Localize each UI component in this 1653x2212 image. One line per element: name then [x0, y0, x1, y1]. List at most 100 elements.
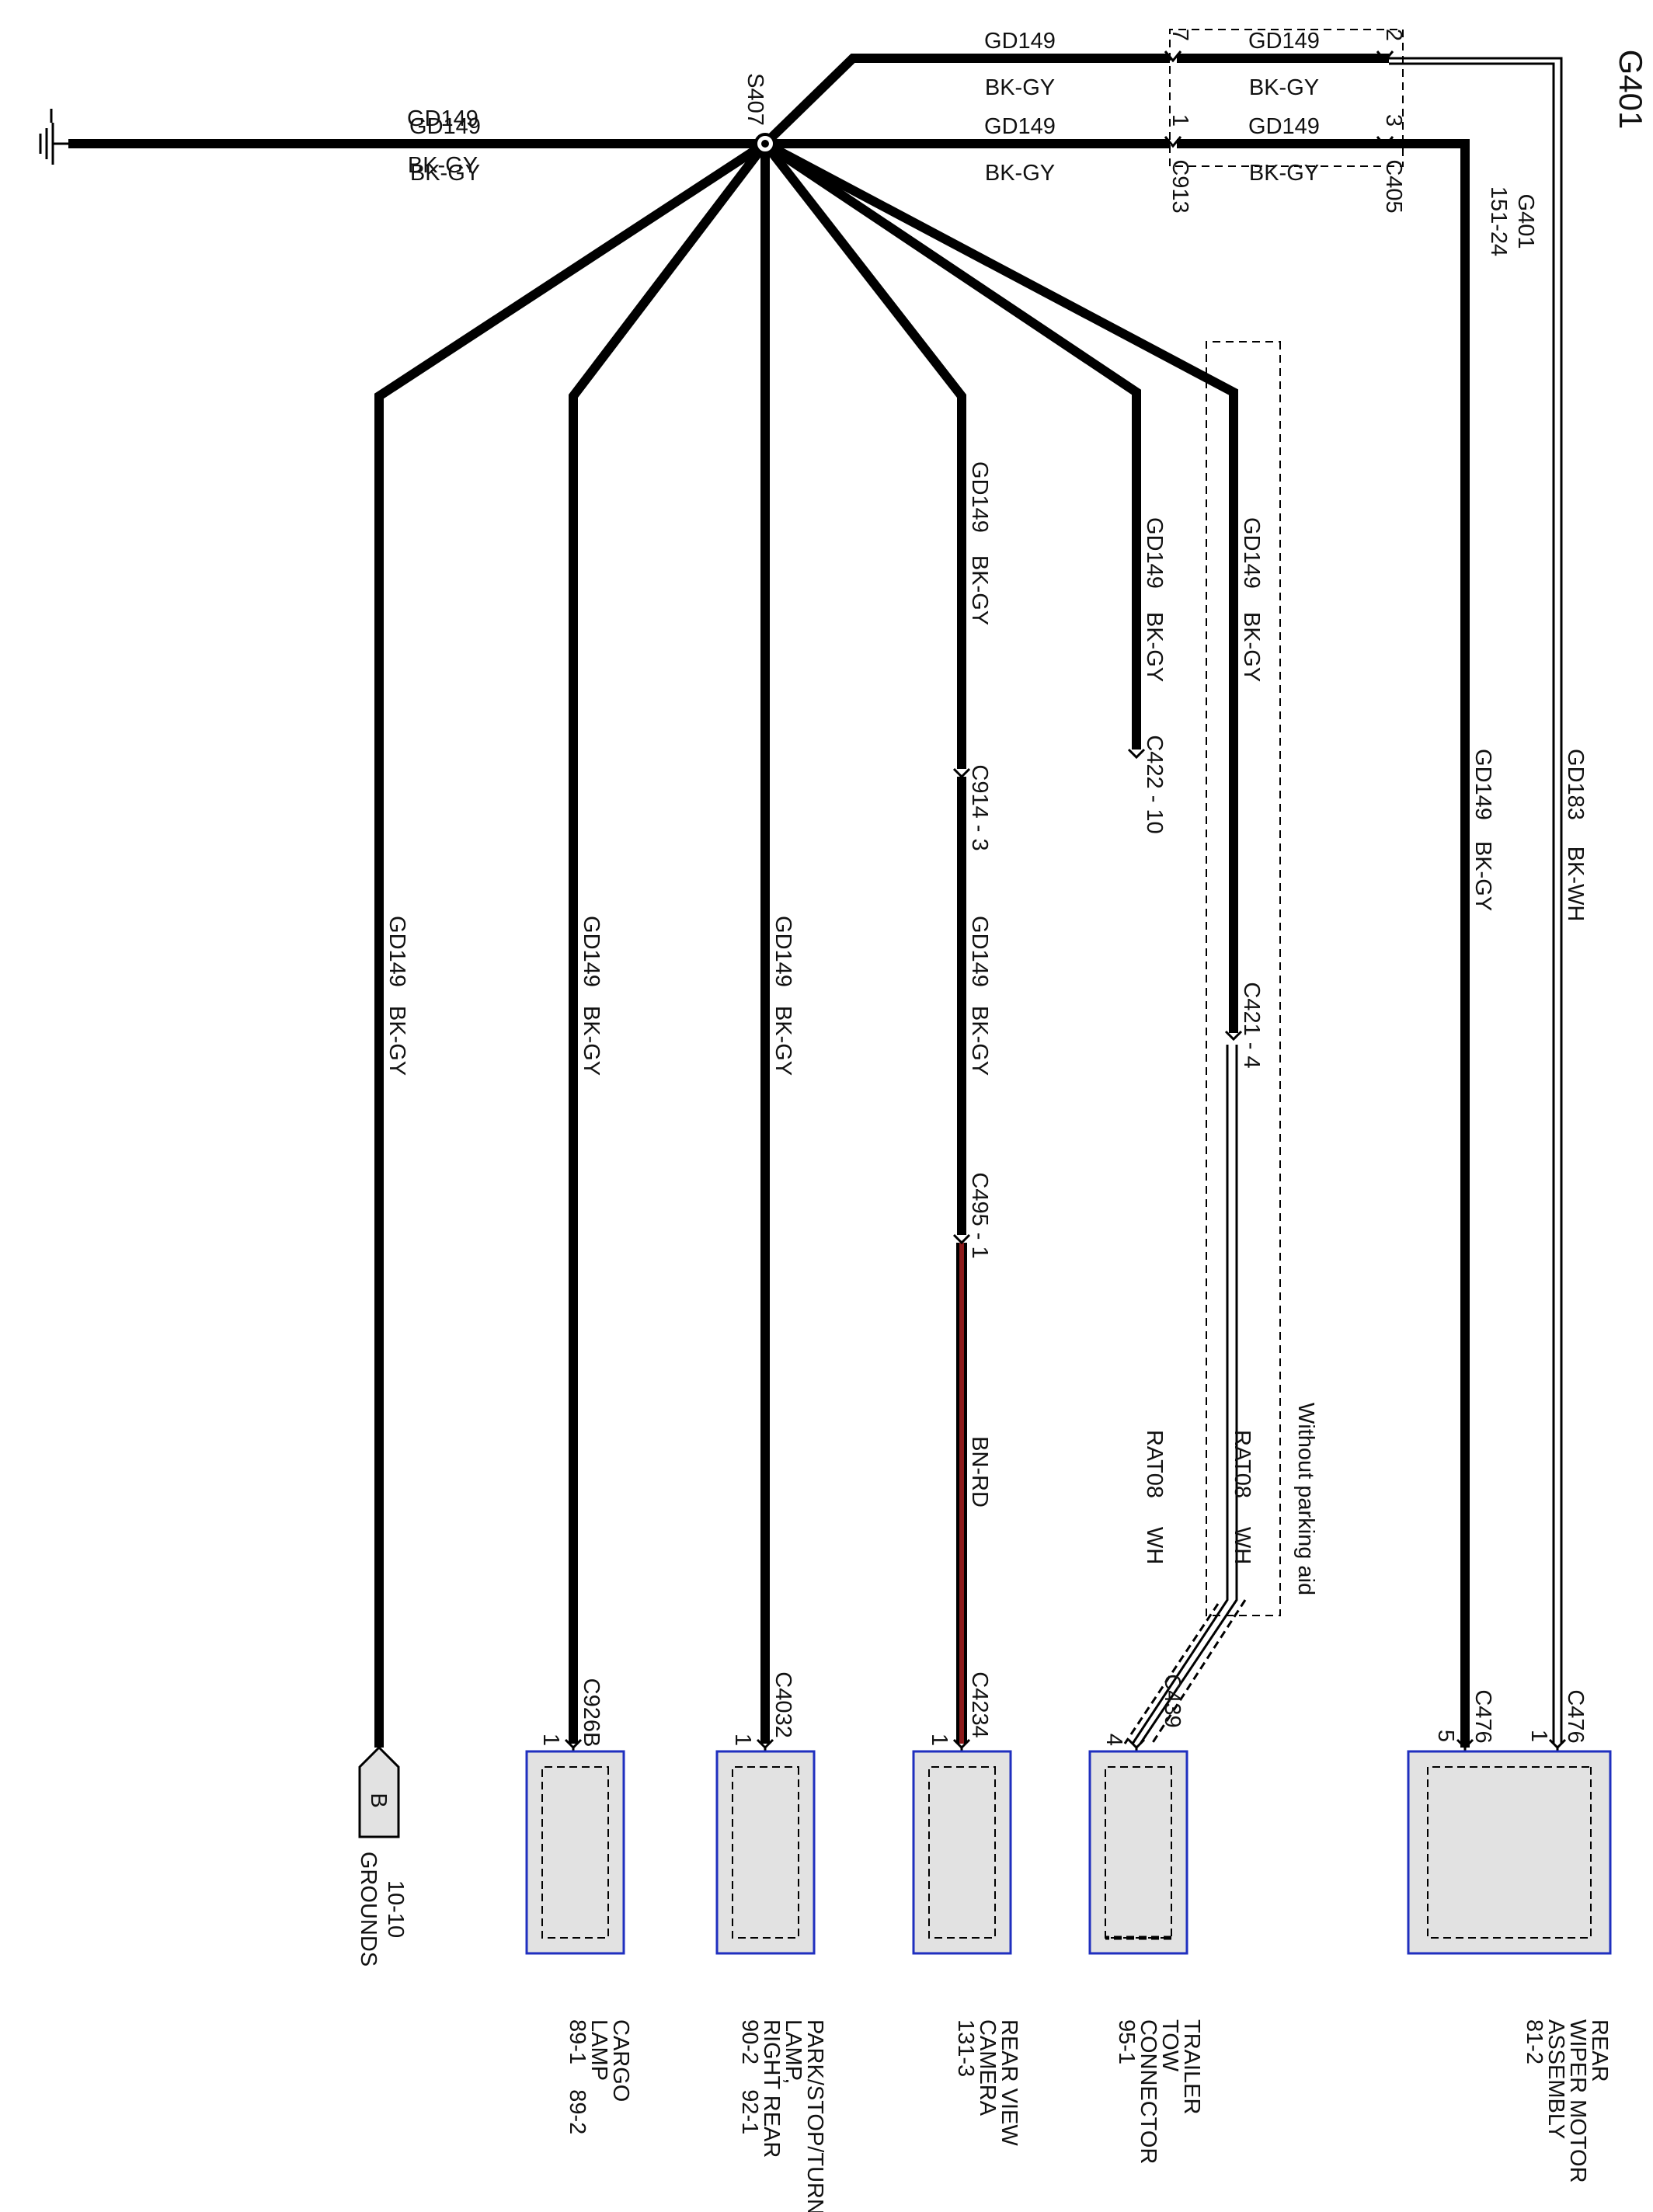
label-camera-gd149-b: GD149 — [967, 916, 992, 987]
wire-cargo-lamp — [569, 141, 769, 1744]
labels: GD149 BK-GY — [407, 106, 478, 178]
chevron-c913-7 — [1164, 50, 1182, 63]
label-c495: C495 - 1 — [967, 1172, 992, 1258]
label-upper-bkgy-b: BK-GY — [1249, 75, 1319, 100]
splice-s407 — [754, 133, 776, 155]
grounds-box — [358, 1745, 400, 1838]
label-park-gd149: GD149 — [771, 916, 795, 987]
label-park-bkgy: BK-GY — [771, 1006, 795, 1076]
component-label-wiper: REAR WIPER MOTOR ASSEMBLY 81-2 — [1522, 2019, 1612, 2183]
component-trailer-tow — [1088, 1748, 1188, 1955]
components — [358, 1745, 1612, 1955]
pin-c405-2: 2 — [1381, 29, 1406, 41]
wiper-line-4: 81-2 — [1522, 2019, 1547, 2064]
label-upper-gd149-b: GD149 — [1248, 29, 1320, 54]
chevron-c421 — [1224, 1030, 1243, 1042]
label-rat08-a: RAT08 — [1142, 1430, 1167, 1498]
component-cargo-lamp — [525, 1748, 625, 1955]
pin-wiper-b: 1 — [1526, 1730, 1551, 1742]
pin-c405-3: 3 — [1381, 114, 1406, 127]
splice-label: S407 — [743, 73, 767, 126]
pin-wiper-a: 5 — [1433, 1730, 1458, 1742]
connector-chevrons — [564, 50, 1567, 1750]
label-c476-bkgy: BK-GY — [1470, 841, 1495, 911]
wire-splice-c913-7 — [761, 54, 1170, 148]
label-c421: C421 - 4 — [1239, 982, 1264, 1068]
park-line-1: PARK/STOP/TURN — [802, 2019, 827, 2212]
label-cargo-gd149: GD149 — [579, 916, 604, 987]
grounds-ref: 10-10 — [383, 1880, 408, 1938]
wire-camera — [761, 141, 966, 1235]
label-c421-gd149: GD149 — [1239, 517, 1264, 589]
label-camera-bkgy-a: BK-GY — [967, 555, 992, 625]
pin-c913-1: 1 — [1168, 114, 1192, 127]
label-upper-gd149-a: GD149 — [984, 29, 1056, 54]
label-c476-b: C476 — [1563, 1689, 1588, 1743]
label-gd149-ground: GD149 — [407, 106, 478, 131]
park-line-3: RIGHT REAR — [759, 2019, 784, 2158]
pin-trailer: 4 — [1101, 1734, 1126, 1746]
ground-name: G401 — [1513, 194, 1538, 249]
label-gd183: GD183 — [1563, 749, 1588, 820]
component-park-lamp — [715, 1748, 816, 1955]
chevron-c439 — [1127, 1738, 1146, 1750]
park-line-4: 90-2 92-1 — [737, 2019, 762, 2134]
ground-page: 151-24 — [1486, 186, 1511, 256]
component-label-park: PARK/STOP/TURN LAMP, RIGHT REAR 90-2 92-… — [737, 2019, 827, 2212]
wire-c422 — [762, 140, 1141, 750]
label-lower-gd149-a: GD149 — [984, 114, 1056, 139]
label-wh-a: WH — [1142, 1527, 1167, 1564]
wire-gd183 — [1389, 57, 1563, 1744]
chevron-c476-1 — [1548, 1738, 1567, 1750]
label-cargo-bkgy: BK-GY — [579, 1006, 604, 1076]
label-c421-bkgy: BK-GY — [1239, 612, 1264, 682]
dashed-outlines — [1169, 29, 1404, 1616]
screen-labels: G401 S407 G401 151-24 GD149 BK-GY GD149 … — [356, 29, 1649, 2212]
chevron-c405-3 — [1376, 136, 1394, 148]
pin-c913-7: 7 — [1168, 29, 1192, 41]
diagram-title: G401 — [1613, 50, 1649, 130]
cargo-line-1: CARGO — [608, 2019, 633, 2102]
label-c476-a: C476 — [1470, 1689, 1495, 1743]
label-c405: C405 — [1381, 159, 1406, 213]
grounds-label: GROUNDS — [356, 1852, 381, 1967]
label-grounds-gd149: GD149 — [385, 916, 409, 987]
label-c4032: C4032 — [771, 1671, 795, 1737]
ground-symbol — [39, 109, 68, 165]
label-c914: C914 - 3 — [967, 764, 992, 850]
chevron-c495 — [952, 1233, 971, 1245]
label-camera-bkgy-b: BK-GY — [967, 1006, 992, 1076]
wiper-line-1: REAR — [1587, 2019, 1612, 2082]
wiper-line-2: WIPER MOTOR — [1565, 2019, 1590, 2183]
label-bkgy-ground: BK-GY — [408, 153, 478, 178]
wire-group — [68, 54, 1470, 1748]
label-grounds-bkgy: BK-GY — [385, 1006, 409, 1076]
label-bn-rd: BN-RD — [967, 1436, 992, 1508]
label-c913: C913 — [1168, 159, 1192, 213]
grounds-letter: B — [366, 1793, 391, 1807]
label-ground-bkgy: BK-GY — [410, 161, 480, 186]
label-rat08-b: RAT08 — [1230, 1430, 1255, 1498]
pin-camera: 1 — [927, 1734, 952, 1746]
pin-park: 1 — [730, 1734, 755, 1746]
wire-c405-c476-5 — [1389, 139, 1470, 1748]
label-c422-bkgy: BK-GY — [1142, 612, 1167, 682]
label-lower-gd149-b: GD149 — [1248, 114, 1320, 139]
wire-group-thin — [1123, 57, 1563, 1744]
cargo-line-2: LAMP — [586, 2019, 611, 2081]
camera-line-2: CAMERA — [975, 2019, 1000, 2116]
component-label-camera: REAR VIEW CAMERA 131-3 — [953, 2019, 1021, 2146]
label-lower-bkgy-a: BK-GY — [985, 161, 1055, 186]
trailer-line-2: TOW — [1157, 2019, 1182, 2072]
park-line-2: LAMP, — [781, 2019, 806, 2084]
component-rear-wiper — [1407, 1748, 1612, 1955]
option-box-without-parking-aid — [1206, 341, 1281, 1616]
camera-line-1: REAR VIEW — [997, 2019, 1021, 2146]
label-upper-bkgy-a: BK-GY — [985, 75, 1055, 100]
cargo-line-3: 89-1 89-2 — [565, 2019, 590, 2134]
label-bkwh: BK-WH — [1563, 847, 1588, 922]
wiper-line-3: ASSEMBLY — [1543, 2019, 1568, 2139]
trailer-line-4: 95-1 — [1114, 2019, 1139, 2064]
chevron-c913-1 — [1164, 136, 1182, 148]
